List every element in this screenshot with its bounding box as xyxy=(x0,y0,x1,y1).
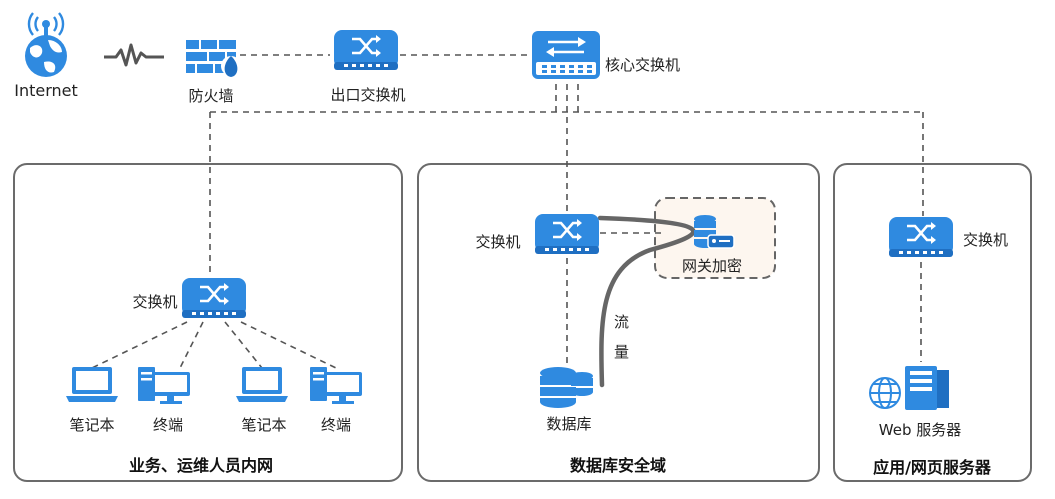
database-switch-icon xyxy=(533,212,601,256)
device-label: 笔记本 xyxy=(241,416,287,434)
core-switch-icon xyxy=(532,31,600,79)
business-switch-label: 交换机 xyxy=(132,293,178,311)
signal-wave-icon xyxy=(104,43,164,67)
web-switch-label: 交换机 xyxy=(963,231,1009,249)
laptop-icon xyxy=(236,367,288,402)
traffic-flow-line xyxy=(597,215,696,388)
database-label: 数据库 xyxy=(546,415,592,433)
gateway-label: 网关加密 xyxy=(681,257,743,275)
web-server-icon xyxy=(905,366,949,410)
device-label: 终端 xyxy=(320,416,352,434)
device-label: 终端 xyxy=(152,416,184,434)
web-zone-title: 应用/网页服务器 xyxy=(873,458,991,477)
internet-globe-icon xyxy=(25,12,67,77)
firewall-label: 防火墙 xyxy=(188,87,234,105)
database-zone-title: 数据库安全域 xyxy=(569,456,667,475)
device-label: 笔记本 xyxy=(69,416,115,434)
web-switch-icon xyxy=(887,215,955,259)
database-switch-label: 交换机 xyxy=(475,233,521,251)
traffic-label-char: 流 xyxy=(614,313,630,331)
business-switch-icon xyxy=(180,276,248,320)
connection-lines xyxy=(91,54,924,369)
traffic-label-char: 量 xyxy=(614,343,630,361)
core-switch-label: 核心交换机 xyxy=(605,56,681,74)
business-zone-title: 业务、运维人员内网 xyxy=(128,456,274,475)
database-icon xyxy=(540,367,593,408)
firewall-icon xyxy=(186,40,241,77)
gateway-encryption-icon xyxy=(694,215,735,249)
laptop-icon xyxy=(66,367,118,402)
web-globe-icon xyxy=(869,377,901,409)
exit-switch-label: 出口交换机 xyxy=(330,86,406,104)
internet-label: Internet xyxy=(14,81,78,100)
web-server-label: Web 服务器 xyxy=(878,421,962,439)
exit-switch-icon xyxy=(332,28,400,72)
